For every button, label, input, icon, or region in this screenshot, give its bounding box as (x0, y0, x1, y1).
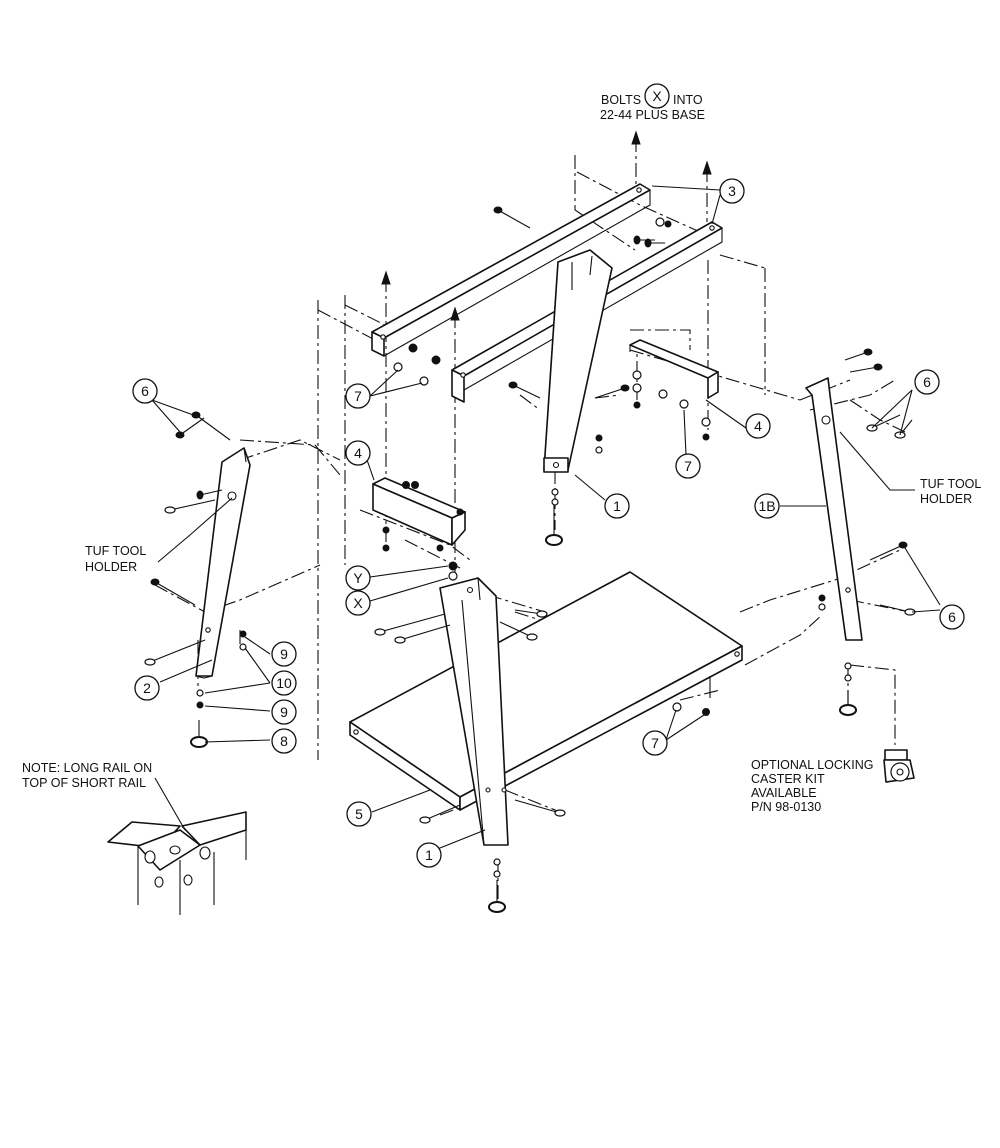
balloon-2: 2 (134, 675, 160, 701)
balloon-4-right-label: 4 (754, 418, 762, 434)
tuf-right-line2: HOLDER (920, 492, 972, 506)
balloon-x-top (644, 83, 670, 109)
balloon-4-left: 4 (345, 440, 371, 466)
balloon-6-right-bottom-label: 6 (948, 609, 956, 625)
balloon-x-label: X (353, 595, 363, 611)
bolt-icon (144, 206, 916, 824)
balloon-9-bottom-label: 9 (280, 704, 288, 720)
rail-note-line1: NOTE: LONG RAIL ON (22, 761, 152, 775)
balloon-6-left-label: 6 (141, 383, 149, 399)
caster-note-line1: OPTIONAL LOCKING (751, 758, 873, 772)
leader-lines (151, 185, 941, 853)
top-rail-back (371, 183, 651, 357)
bolts-note-base: 22-44 PLUS BASE (600, 108, 705, 122)
caster-note-line2: CASTER KIT (751, 772, 825, 786)
leveler-foot-icon (190, 500, 857, 913)
balloon-6-right-bottom: 6 (939, 604, 965, 630)
balloon-5-label: 5 (355, 806, 363, 822)
bottom-shelf (349, 571, 743, 811)
balloon-7-front-label: 7 (651, 735, 659, 751)
bolts-note-into: INTO (673, 93, 703, 107)
balloon-9-top-label: 9 (280, 646, 288, 662)
balloon-7-mid: 7 (675, 453, 701, 479)
balloon-x: X (345, 590, 371, 616)
washer-icon (196, 217, 852, 878)
balloon-1b: 1B (754, 493, 780, 519)
balloon-4-right: 4 (745, 413, 771, 439)
balloon-5: 5 (346, 801, 372, 827)
leg-back-center (543, 249, 613, 473)
tuf-right-line1: TUF TOOL (920, 477, 981, 491)
balloon-9-bottom: 9 (271, 699, 297, 725)
balloon-8-label: 8 (280, 733, 288, 749)
balloon-7-front: 7 (642, 730, 668, 756)
balloon-1b-label: 1B (758, 498, 775, 514)
assembly-arrows (381, 130, 712, 580)
caster-note: OPTIONAL LOCKING CASTER KIT AVAILABLE P/… (751, 758, 873, 814)
rail-note: NOTE: LONG RAIL ON TOP OF SHORT RAIL (22, 761, 152, 790)
balloon-6-left: 6 (132, 378, 158, 404)
balloon-8: 8 (271, 728, 297, 754)
balloon-3-label: 3 (728, 183, 736, 199)
rail-note-line2: TOP OF SHORT RAIL (22, 776, 146, 790)
bolts-note: BOLTS X INTO 22-44 PLUS BASE (600, 83, 705, 122)
tuf-tool-holder-right-note: TUF TOOL HOLDER (920, 477, 981, 506)
caster-note-line4: P/N 98-0130 (751, 800, 821, 814)
caster-icon (883, 749, 915, 783)
balloon-1-back: 1 (604, 493, 630, 519)
balloon-y-label: Y (353, 570, 363, 586)
balloon-7-left-label: 7 (354, 388, 362, 404)
caster-note-line3: AVAILABLE (751, 786, 817, 800)
balloon-9-top: 9 (271, 641, 297, 667)
balloon-3: 3 (719, 178, 745, 204)
balloon-10-label: 10 (276, 675, 292, 691)
balloon-1-front: 1 (416, 842, 442, 868)
balloon-x-top-label: X (652, 88, 662, 104)
leg-right (805, 377, 863, 641)
tuf-left-line1: TUF TOOL (85, 544, 146, 558)
tuf-tool-holder-left-note: TUF TOOL HOLDER (85, 544, 146, 574)
balloon-6-right-top: 6 (914, 369, 940, 395)
leg-front (439, 577, 509, 846)
balloon-2-label: 2 (143, 680, 151, 696)
balloon-6-right-top-label: 6 (923, 374, 931, 390)
balloon-7-mid-label: 7 (684, 458, 692, 474)
rail-detail-inset (107, 811, 247, 915)
balloon-7-left: 7 (345, 383, 371, 409)
leg-left (195, 447, 251, 679)
balloon-1-back-label: 1 (613, 498, 621, 514)
short-rail-right (629, 339, 719, 399)
balloon-y: Y (345, 565, 371, 591)
bolts-note-label: BOLTS (601, 93, 641, 107)
balloon-10: 10 (271, 670, 297, 696)
balloon-4-left-label: 4 (354, 445, 362, 461)
short-rail-left (372, 477, 466, 546)
balloon-1-front-label: 1 (425, 847, 433, 863)
tuf-left-line2: HOLDER (85, 560, 137, 574)
